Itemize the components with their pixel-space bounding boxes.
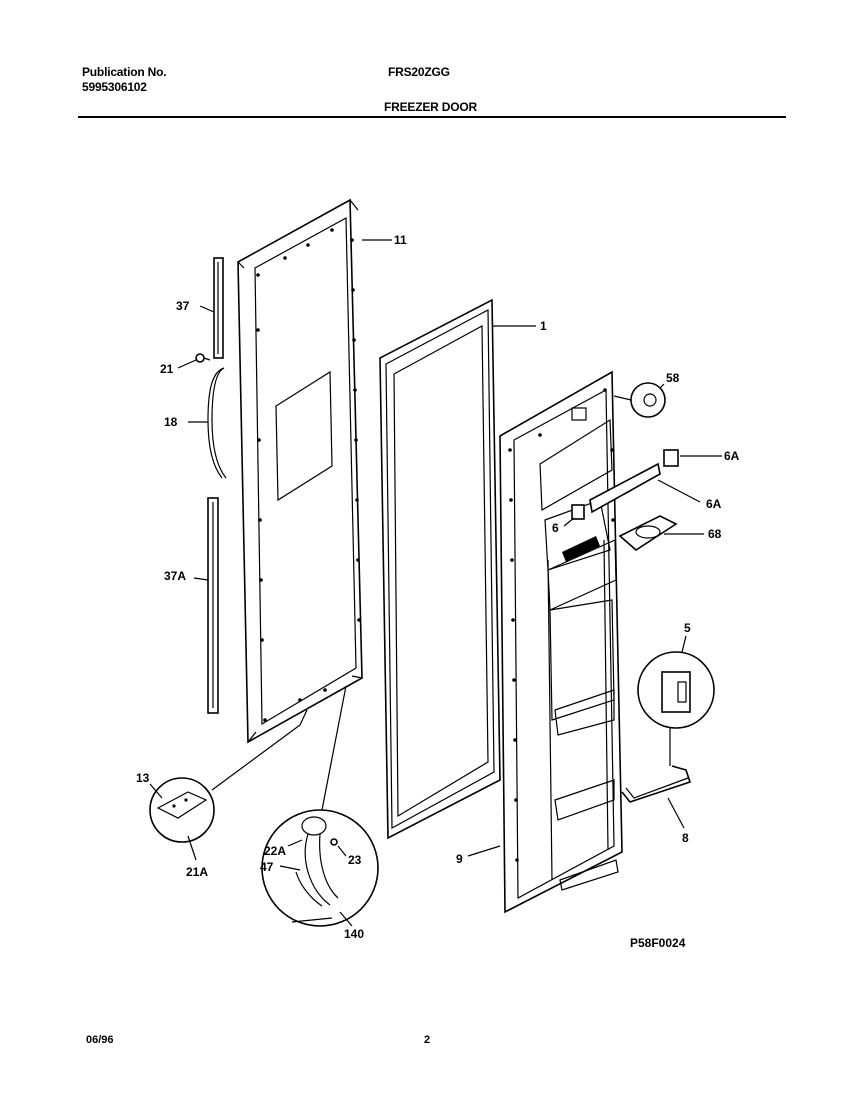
hinge-trim-bottom	[207, 497, 219, 714]
dispenser-rail	[589, 462, 661, 514]
label-58: 58	[666, 371, 680, 385]
publication-label: Publication No.	[82, 65, 167, 79]
wiring-harness-detail	[261, 685, 379, 927]
hinge-trim-top	[213, 257, 224, 359]
door-inner-liner	[499, 370, 623, 914]
handle-screw	[195, 353, 211, 363]
screw-detail	[613, 382, 666, 418]
label-21: 21	[160, 362, 174, 376]
label-68: 68	[708, 527, 722, 541]
label-22a: 22A	[264, 844, 286, 858]
label-23: 23	[348, 853, 362, 867]
label-6: 6	[552, 521, 559, 535]
label-140: 140	[344, 927, 364, 941]
label-6a-mid: 6A	[706, 497, 722, 511]
door-handle	[207, 367, 227, 479]
door-outer-panel	[237, 198, 363, 744]
ice-chute-grill	[562, 536, 600, 562]
label-6a-top: 6A	[724, 449, 740, 463]
switch-detail	[637, 651, 715, 766]
label-18: 18	[164, 415, 178, 429]
section-title: FREEZER DOOR	[384, 100, 477, 114]
label-37a: 37A	[164, 569, 186, 583]
drawing-code: P58F0024	[630, 936, 686, 950]
door-gasket	[379, 298, 501, 840]
dispenser-clip-top	[663, 449, 679, 467]
label-11: 11	[394, 233, 407, 247]
drip-tray-bracket	[621, 765, 692, 803]
hinge-bracket-detail	[149, 709, 308, 843]
model-number: FRS20ZGG	[388, 65, 450, 79]
publication-number: 5995306102	[82, 80, 147, 94]
footer-page-number: 2	[424, 1034, 431, 1046]
label-37: 37	[176, 299, 190, 313]
footer-date: 06/96	[86, 1034, 114, 1046]
label-5: 5	[684, 621, 691, 635]
leader-lines	[149, 239, 722, 927]
label-47: 47	[260, 860, 274, 874]
label-1: 1	[540, 319, 547, 333]
header-rule	[78, 116, 786, 118]
dispenser-paddle	[618, 515, 678, 552]
label-9: 9	[456, 852, 463, 866]
label-13: 13	[136, 771, 150, 785]
dispenser-clip-small	[571, 504, 585, 520]
label-21a: 21A	[186, 865, 208, 879]
label-8: 8	[682, 831, 689, 845]
